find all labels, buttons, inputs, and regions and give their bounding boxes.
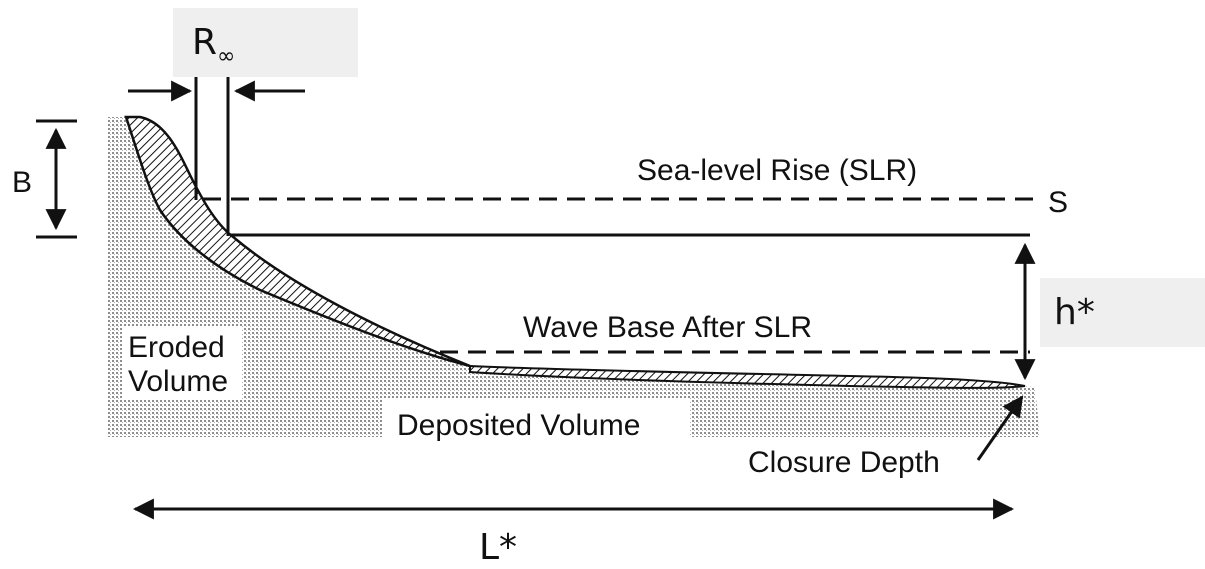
h-star-label-box — [1040, 278, 1205, 347]
eroded-label-line1: Eroded — [128, 331, 225, 364]
sediment-body — [108, 117, 1040, 437]
s-label: S — [1048, 186, 1068, 219]
b-label: B — [12, 166, 32, 199]
deposited-label: Deposited Volume — [397, 409, 641, 442]
r-inf-label: R∞ — [192, 22, 235, 69]
eroded-label-line2: Volume — [128, 365, 228, 398]
closure-depth-label: Closure Depth — [748, 446, 940, 479]
deposited-wedge — [469, 364, 1026, 389]
closure-depth-pointer — [976, 395, 1024, 461]
r-inf-label-box — [173, 8, 358, 77]
h-star-label: h* — [1054, 292, 1095, 333]
wave-base-label: Wave Base After SLR — [523, 311, 812, 344]
deposited-label-plate — [382, 398, 690, 448]
sea-level-rise-label: Sea-level Rise (SLR) — [637, 154, 917, 187]
r-inf-main: R — [192, 22, 218, 63]
eroded-label-plate — [122, 326, 242, 400]
l-star-label: L* — [479, 527, 518, 568]
r-inf-subscript: ∞ — [217, 44, 236, 69]
